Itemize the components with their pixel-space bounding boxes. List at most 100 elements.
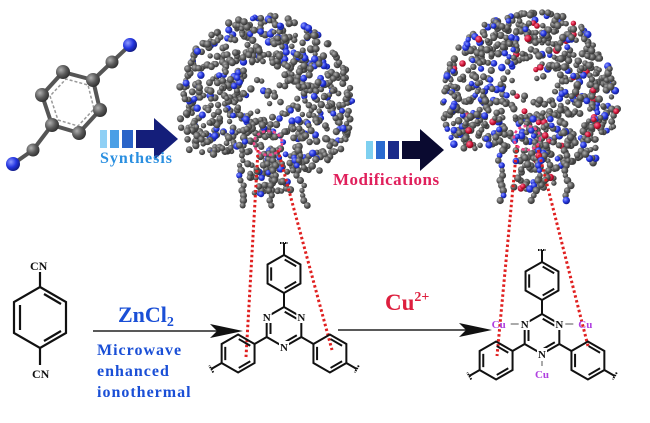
carbon-atom [295, 68, 303, 76]
carbon-atom [245, 51, 253, 59]
carbon-atom [465, 96, 472, 103]
carbon-atom [499, 186, 507, 195]
carbon-atom [495, 157, 502, 164]
carbon-atom [494, 50, 502, 58]
carbon-atom [498, 23, 506, 30]
nitrogen-atom [282, 151, 289, 158]
carbon-atom [573, 37, 579, 43]
carbon-atom [271, 92, 279, 100]
phenyl-ring [570, 340, 606, 381]
cu-atom-label: Cu [535, 369, 549, 381]
carbon-atom [574, 100, 583, 109]
carbon-atom [258, 121, 267, 129]
carbon-atom [195, 84, 203, 92]
carbon-atom [299, 39, 306, 47]
carbon-atom [473, 110, 481, 118]
carbon-atom [574, 57, 583, 65]
carbon-atom [289, 71, 295, 77]
carbon-atom [222, 43, 230, 50]
nitrogen-atom [508, 34, 515, 41]
nitrogen-atom [198, 111, 206, 119]
triazine-product-structure: NNN [208, 242, 360, 374]
carbon-atom [258, 143, 265, 150]
carbon-atom [239, 202, 246, 209]
nitrogen-atom [311, 55, 319, 63]
carbon-atom [339, 80, 347, 87]
carbon-atom [551, 54, 557, 60]
carbon-atom [516, 18, 523, 24]
nitrogen-atom [281, 55, 289, 63]
carbon-atom [488, 85, 496, 93]
carbon-atom [303, 157, 310, 164]
carbon-atom [312, 51, 318, 57]
carbon-atom [521, 154, 529, 162]
carbon-atom [224, 95, 230, 102]
carbon-atom [243, 125, 250, 133]
carbon-atom [450, 55, 458, 63]
carbon-atom [269, 147, 277, 154]
polymer-continuation-mark [353, 365, 360, 373]
carbon-atom [571, 110, 577, 116]
carbon-atom [260, 58, 266, 65]
carbon-atom [534, 177, 542, 184]
carbon-atom [241, 91, 248, 97]
nitrogen-atom [448, 134, 454, 141]
carbon-atom [343, 120, 350, 127]
carbon-atom [314, 78, 322, 86]
carbon-atom [565, 157, 571, 164]
phenyl-ring [478, 340, 514, 381]
carbon-atom [581, 122, 588, 129]
carbon-atom [506, 40, 513, 47]
carbon-atom [472, 145, 478, 152]
zoom-focus-circles [252, 124, 542, 157]
benzene-ring [12, 285, 68, 350]
carbon-atom [467, 46, 475, 55]
carbon-atom [272, 120, 281, 129]
modifications-arrow-segment [366, 141, 373, 159]
carbon-atom [496, 196, 504, 205]
carbon-atom [206, 79, 213, 87]
nitrogen-atom [236, 172, 243, 179]
carbon-atom [521, 92, 529, 100]
carbon-atom [281, 82, 289, 90]
nitrogen-atom [478, 65, 485, 72]
nitrogen-atom [500, 192, 507, 199]
synthesis-label: Synthesis [100, 150, 174, 167]
carbon-atom [284, 63, 292, 70]
carbon-atom [217, 34, 224, 41]
carbon-atom [560, 147, 568, 154]
carbon-atom [290, 134, 297, 142]
ring-nitrogen-label: N [263, 312, 271, 324]
carbon-atom [291, 19, 298, 27]
carbon-atom [235, 104, 241, 111]
carbon-atom [239, 196, 248, 205]
carbon-atom [545, 39, 552, 46]
carbon-atom [200, 123, 207, 129]
nitrogen-atom [549, 122, 555, 129]
carbon-atom [272, 13, 279, 20]
carbon-atom [503, 34, 510, 41]
nitrogen-atom [197, 71, 205, 79]
carbon-atom [556, 106, 564, 114]
nitrogen-atom [282, 48, 290, 56]
carbon-atom [284, 168, 290, 175]
carbon-atom [550, 101, 557, 109]
carbon-atom [558, 12, 567, 21]
carbon-atom [576, 94, 584, 102]
modifications-arrow [366, 129, 444, 171]
carbon-atom [295, 83, 302, 90]
carbon-atom [305, 71, 313, 79]
aromatic-ring-dashes [49, 78, 95, 127]
carbon-atom [465, 67, 472, 74]
carbon-atom [268, 192, 275, 199]
carbon-atom [523, 114, 529, 120]
nitrogen-atom [535, 162, 542, 169]
carbon-atom [302, 132, 310, 139]
carbon-atom [540, 73, 547, 80]
carbon-atom [485, 107, 492, 114]
carbon-atom [307, 65, 314, 73]
carbon-atom [551, 180, 557, 186]
cu-symbol: Cu [385, 290, 415, 315]
cn-label-bottom: CN [32, 367, 50, 381]
nitrogen-atom [339, 124, 347, 132]
